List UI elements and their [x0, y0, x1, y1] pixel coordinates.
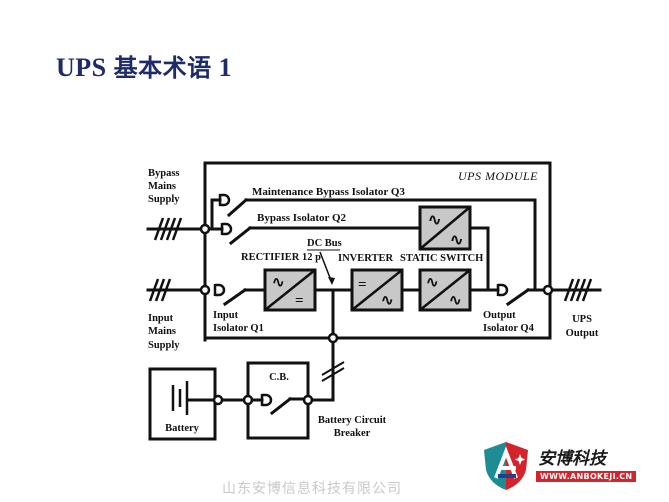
title-cjk: 基本术语: [113, 54, 212, 82]
three-phase-input-icon: [148, 278, 172, 302]
shield-logo-icon: [484, 442, 528, 490]
battery-label: Battery: [165, 423, 200, 434]
ac-symbol-icon: ∿: [426, 275, 439, 291]
input-mains-label-1: Input: [148, 313, 174, 324]
q3-feed: [210, 198, 222, 231]
battery-node: [327, 332, 339, 344]
q1-contact-icon: [213, 283, 226, 297]
title-number: 1: [218, 53, 233, 82]
ac-symbol-icon: ∿: [450, 232, 463, 249]
static-switch-label: STATIC SWITCH: [400, 253, 483, 264]
logo-url: WWW.ANBOKEJI.CN: [536, 471, 637, 482]
ups-output-label-1: UPS: [572, 314, 592, 325]
input-mains-label-2: Mains: [148, 326, 176, 337]
battery-icon: [171, 381, 218, 415]
static-bypass-diagonal: [419, 206, 471, 250]
company-logo: 安博科技 WWW.ANBOKEJI.CN: [478, 438, 658, 494]
watermark: 山东安博信息科技有限公司: [222, 481, 402, 497]
output-isolator-label-1: Output: [483, 310, 516, 321]
bypass-mains-label-3: Supply: [148, 194, 180, 205]
dc-symbol-icon: =: [358, 277, 367, 293]
q3-contact-icon: [218, 193, 231, 207]
q1-switch-blade: [222, 287, 248, 307]
cb-label: C.B.: [269, 372, 289, 383]
output-node: [542, 284, 554, 296]
dc-symbol-icon: =: [295, 293, 304, 309]
battery-terminal-node: [212, 394, 224, 406]
q2-switch-blade: [228, 225, 253, 246]
dc-bus-label: DC Bus: [307, 238, 342, 249]
q3-switch-blade: [226, 197, 249, 218]
ac-symbol-icon: ∿: [381, 293, 394, 309]
bypass-mains-label-1: Bypass: [148, 168, 180, 179]
maintenance-bypass-line: [244, 198, 537, 292]
ac-symbol-icon: ∿: [272, 275, 285, 291]
static-bypass-output-line: [468, 226, 490, 292]
output-isolator-label-2: Isolator Q4: [483, 323, 535, 334]
inverter-label: INVERTER: [338, 253, 393, 264]
page-title: UPS 基本术语 1: [56, 48, 232, 83]
battery-breaker-label-2: Breaker: [334, 428, 371, 439]
bypass-isolator-label: Bypass Isolator Q2: [257, 212, 347, 224]
arrow-head-icon: [328, 277, 335, 285]
ups-output-label-2: Output: [566, 328, 599, 339]
ac-symbol-icon: ∿: [428, 212, 441, 229]
ups-module-label: UPS MODULE: [458, 169, 538, 183]
q2-contact-icon: [220, 222, 233, 236]
cb-switch-blade: [269, 396, 293, 416]
fuse-icon: [321, 361, 345, 382]
bypass-node: [199, 223, 211, 235]
input-mains-label-3: Supply: [148, 340, 180, 351]
battery-breaker-label-1: Battery Circuit: [318, 415, 387, 426]
static-switch-diagonal: [419, 269, 471, 311]
rectifier-diagonal: [264, 269, 316, 311]
input-isolator-label-1: Input: [213, 310, 239, 321]
ac-symbol-icon: ∿: [449, 293, 462, 309]
input-node: [199, 284, 211, 296]
three-phase-output-icon: [563, 278, 593, 302]
bypass-mains-label-2: Mains: [148, 181, 176, 192]
logo-name: 安博科技: [538, 449, 606, 469]
q4-switch-blade: [505, 287, 531, 307]
title-latin: UPS: [56, 53, 107, 82]
q4-contact-icon: [496, 283, 509, 297]
rectifier-label: RECTIFIER 12 p: [241, 252, 321, 263]
inverter-diagonal: [351, 269, 403, 311]
input-isolator-label-2: Isolator Q1: [213, 323, 264, 334]
three-phase-bypass-icon: [153, 217, 183, 241]
maintenance-bypass-label: Maintenance Bypass Isolator Q3: [252, 186, 405, 198]
